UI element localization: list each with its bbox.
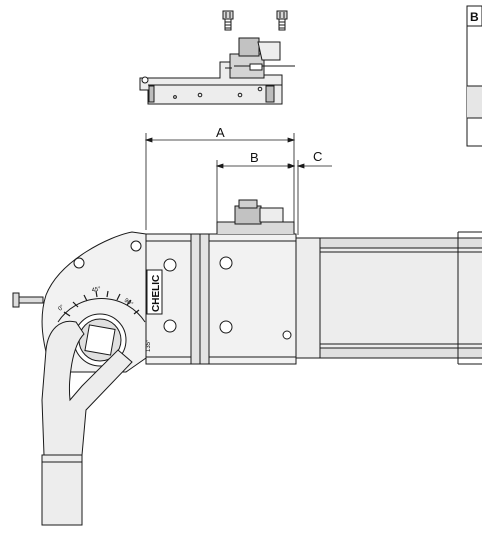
scale-mark-45: 45° [91,286,102,294]
brand-logo-text: CHELIC [151,275,162,312]
scale-mark-135: 135° [146,339,152,352]
cylinder-body [293,231,482,365]
scale-mark-90: 90° [123,298,134,308]
spec-table: B [466,5,482,147]
clamp-main-body [145,199,297,365]
table-header-letter: B [470,10,479,24]
dimension-c-label: C [313,149,322,164]
clamp-head: 0° 45° 90° 135° CHELIC [12,231,163,526]
scale-mark-0: 0° [57,304,66,313]
dimension-b-label: B [250,150,259,165]
dimension-a-label: A [216,125,225,140]
dimension-lines [144,133,332,235]
screw-right [276,10,288,31]
bracket-assembly [139,10,295,105]
screw-left [222,10,234,31]
